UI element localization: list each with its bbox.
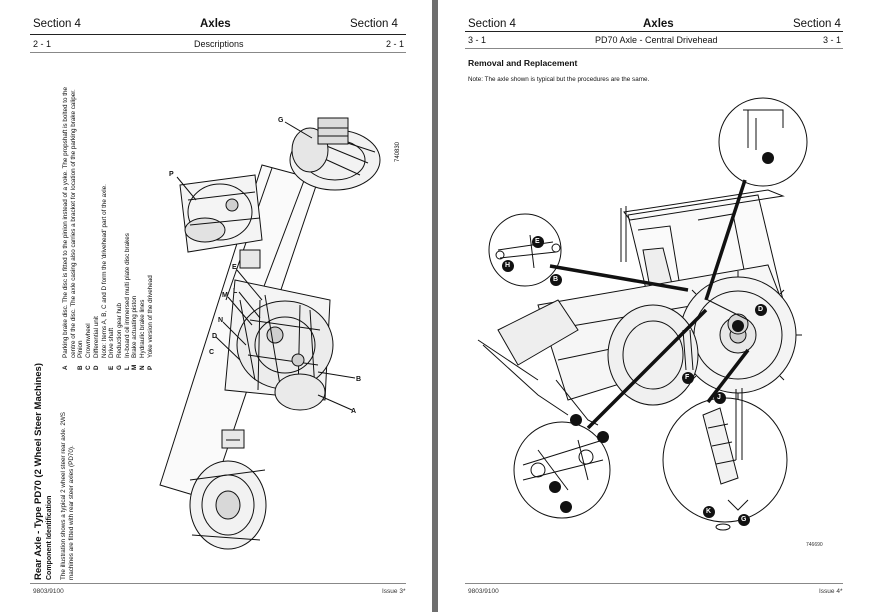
left-page: Section 4 Axles Section 4 2 - 1 Descript… xyxy=(0,0,432,612)
footer-issue: Issue 4* xyxy=(819,588,843,595)
header-rule xyxy=(465,31,843,32)
callout-c: C xyxy=(209,349,215,356)
subheader-rule xyxy=(30,52,406,53)
callout-g: G xyxy=(278,117,284,124)
callout-m: M xyxy=(222,292,228,299)
callout-e: E xyxy=(535,238,540,245)
header-rule xyxy=(30,34,406,35)
chapter-title: Axles xyxy=(200,18,231,30)
callout-j: J xyxy=(717,394,721,401)
callout-k: K xyxy=(706,508,712,515)
page-number-left: 3 - 1 xyxy=(468,35,487,45)
footer-docnum: 9803/9100 xyxy=(468,588,499,595)
callout-b: B xyxy=(553,276,559,283)
footer-rule xyxy=(465,583,843,584)
tractor-illustration xyxy=(477,97,808,531)
page-number-left: 2 - 1 xyxy=(33,39,52,49)
callout-a: A xyxy=(351,408,357,415)
callout-l: L xyxy=(233,288,238,295)
page-subtitle: PD70 Axle - Central Drivehead xyxy=(595,35,718,45)
footer-rule xyxy=(30,583,406,584)
callout-d: D xyxy=(212,333,218,340)
page-number-right: 3 - 1 xyxy=(823,35,842,45)
chapter-title: Axles xyxy=(643,18,674,30)
figure-id: 746690 xyxy=(806,542,823,548)
callout-b: B xyxy=(356,376,362,383)
page-subtitle: Descriptions xyxy=(194,39,244,49)
callout-d: D xyxy=(758,306,764,313)
callout-n: N xyxy=(218,317,224,324)
section-label-right: Section 4 xyxy=(350,18,398,30)
callout-g: G xyxy=(741,516,747,523)
section-label: Section 4 xyxy=(468,18,516,30)
callout-f: F xyxy=(685,374,690,381)
callout-e: E xyxy=(232,264,237,271)
footer-docnum: 9803/9100 xyxy=(33,588,64,595)
note-text: Note: The axle shown is typical but the … xyxy=(468,76,650,83)
callout-h: H xyxy=(505,262,511,269)
section-label-right: Section 4 xyxy=(793,18,841,30)
footer-issue: Issue 3* xyxy=(382,588,406,595)
axle-illustration xyxy=(159,117,381,550)
subheader-rule xyxy=(465,48,843,49)
section-label: Section 4 xyxy=(33,18,81,30)
page-number-right: 2 - 1 xyxy=(386,39,405,49)
procedure-title: Removal and Replacement xyxy=(468,58,578,68)
right-page: Section 4 Axles Section 4 3 - 1 PD70 Axl… xyxy=(438,0,870,612)
callout-p: P xyxy=(169,171,174,178)
